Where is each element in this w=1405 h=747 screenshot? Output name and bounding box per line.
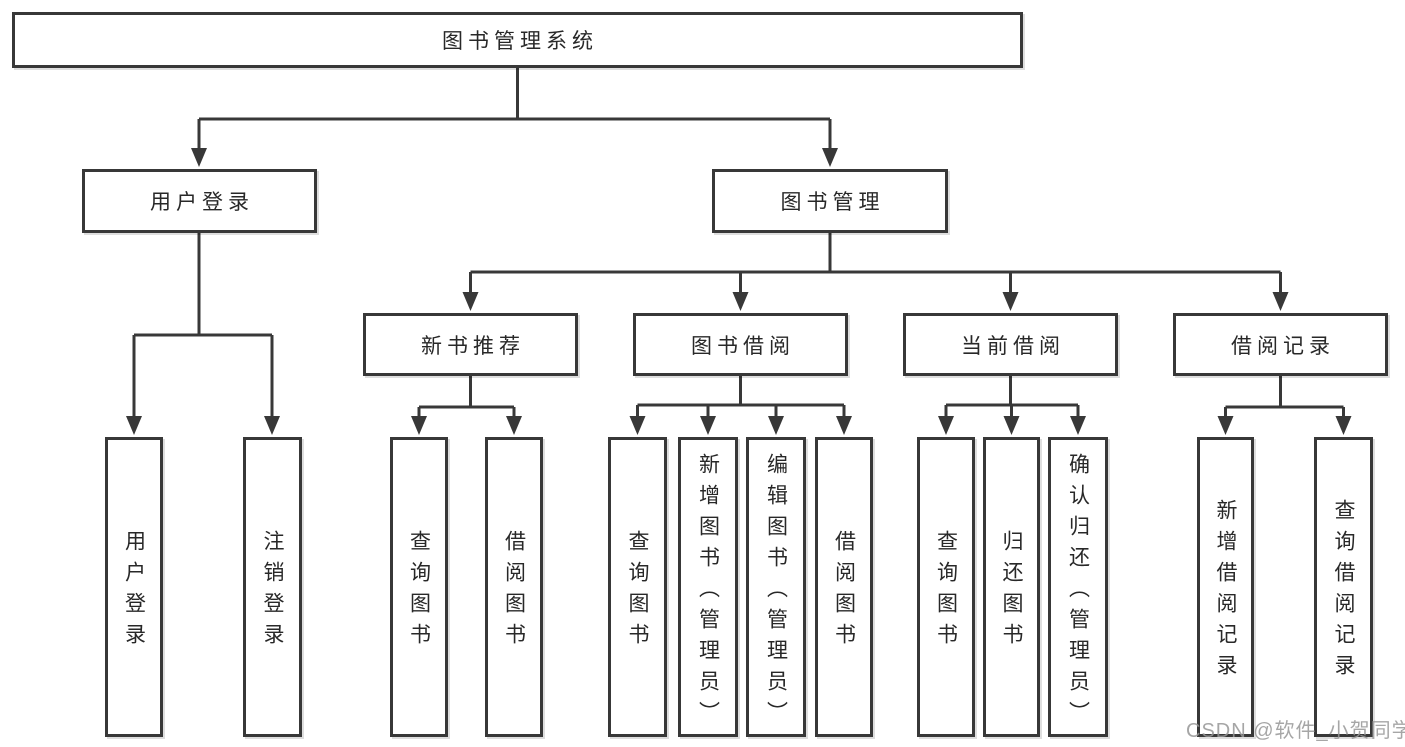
node-root: 图书管理系统 (12, 12, 1023, 68)
leaf-borrow-add-book-admin-label: 新增图书（管理员） (696, 452, 720, 732)
leaf-current-return-book-label: 归还图书 (1000, 530, 1023, 654)
leaf-recommend-borrow-book: 借阅图书 (485, 437, 543, 737)
leaf-current-confirm-return-admin: 确认归还（管理员） (1048, 437, 1108, 737)
leaf-user-login: 用户登录 (105, 437, 163, 737)
leaf-borrow-edit-book-admin-label: 编辑图书（管理员） (764, 452, 788, 732)
leaf-recommend-borrow-book-label: 借阅图书 (502, 530, 526, 654)
leaf-record-query: 查询借阅记录 (1314, 437, 1373, 737)
leaf-user-login-label: 用户登录 (122, 530, 146, 654)
leaf-current-confirm-return-admin-label: 确认归还（管理员） (1066, 452, 1090, 732)
leaf-borrow-query-book-label: 查询图书 (626, 530, 649, 654)
node-current-borrow: 当前借阅 (903, 313, 1118, 376)
leaf-recommend-query-book-label: 查询图书 (407, 530, 431, 654)
leaf-record-add: 新增借阅记录 (1197, 437, 1254, 737)
node-borrow-records-label: 借阅记录 (1231, 334, 1335, 358)
leaf-borrow-query-book: 查询图书 (608, 437, 667, 737)
leaf-record-query-label: 查询借阅记录 (1332, 499, 1355, 685)
node-new-book-recommend: 新书推荐 (363, 313, 578, 376)
node-root-label: 图书管理系统 (442, 30, 598, 53)
leaf-current-query-book-label: 查询图书 (934, 530, 958, 654)
leaf-logout: 注销登录 (243, 437, 302, 737)
node-new-book-recommend-label: 新书推荐 (421, 334, 525, 358)
csdn-watermark: CSDN @软件_小贺同学 (1186, 720, 1405, 742)
node-current-borrow-label: 当前借阅 (961, 334, 1065, 358)
leaf-current-query-book: 查询图书 (917, 437, 975, 737)
node-user-login-label: 用户登录 (150, 191, 254, 214)
leaf-logout-label: 注销登录 (261, 530, 284, 654)
leaf-borrow-borrow-book-label: 借阅图书 (832, 530, 856, 654)
leaf-record-add-label: 新增借阅记录 (1214, 499, 1237, 685)
leaf-recommend-query-book: 查询图书 (390, 437, 448, 737)
connector-stems (132, 68, 1345, 418)
node-book-borrow: 图书借阅 (633, 313, 848, 376)
node-book-management: 图书管理 (712, 169, 948, 233)
leaf-borrow-edit-book-admin: 编辑图书（管理员） (746, 437, 806, 737)
node-book-borrow-label: 图书借阅 (691, 334, 795, 358)
node-borrow-records: 借阅记录 (1173, 313, 1388, 376)
leaf-borrow-borrow-book: 借阅图书 (815, 437, 873, 737)
leaf-borrow-add-book-admin: 新增图书（管理员） (678, 437, 738, 737)
leaf-current-return-book: 归还图书 (983, 437, 1040, 737)
node-user-login: 用户登录 (82, 169, 317, 233)
node-book-management-label: 图书管理 (780, 191, 885, 214)
